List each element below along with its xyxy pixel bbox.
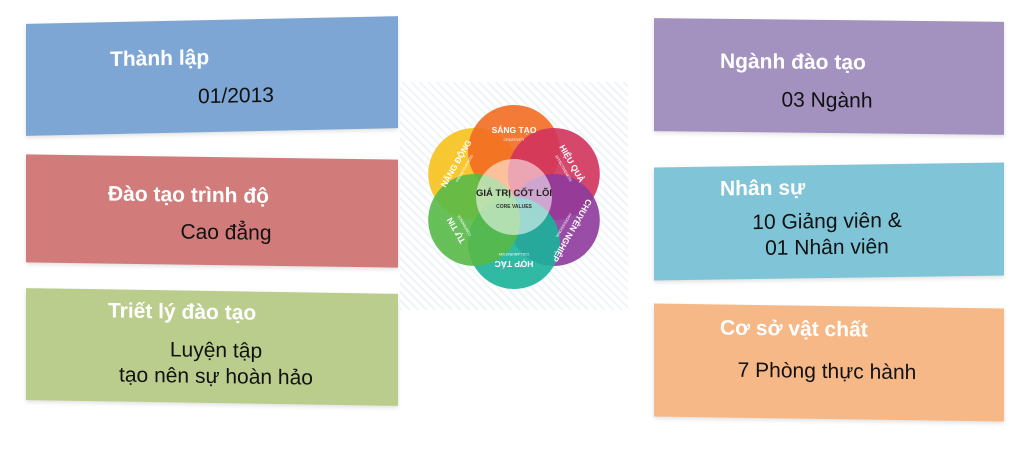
- center-title: GIÁ TRỊ CỐT LÕI: [476, 187, 552, 199]
- petal-sublabel: CREATIVITY: [504, 138, 526, 142]
- center-subtitle: CORE VALUES: [496, 204, 532, 210]
- center-circle: [476, 159, 552, 235]
- card-value-line-2: 01 Nhân viên: [765, 235, 889, 260]
- info-card-majors: Ngành đào tạo 03 Ngành: [654, 18, 1004, 135]
- info-card-founded: Thành lập 01/2013: [26, 16, 398, 136]
- info-card-staff: Nhân sự 10 Giảng viên & 01 Nhân viên: [654, 162, 1004, 281]
- petal-label: SÁNG TẠO: [492, 125, 537, 135]
- card-value-line-2: tạo nên sự hoàn hảo: [119, 363, 313, 390]
- card-value: 01/2013: [198, 83, 274, 109]
- petal-sublabel: COLLABORATION: [498, 252, 529, 256]
- info-card-training-level: Đào tạo trình độ Cao đẳng: [26, 154, 398, 268]
- card-value: 03 Ngành: [781, 88, 873, 113]
- card-title: Ngành đào tạo: [720, 49, 866, 75]
- card-value: 7 Phòng thực hành: [737, 358, 917, 385]
- info-card-facilities: Cơ sở vật chất 7 Phòng thực hành: [654, 303, 1004, 422]
- card-title: Cơ sở vật chất: [720, 316, 868, 342]
- card-value: Cao đẳng: [180, 220, 272, 245]
- card-title: Thành lập: [110, 46, 210, 72]
- card-title: Nhân sự: [720, 176, 806, 201]
- info-card-training-philosophy: Triết lý đào tạo Luyện tập tạo nên sự ho…: [26, 288, 398, 406]
- petal-label: HỢP TÁC: [495, 259, 534, 269]
- card-title: Đào tạo trình độ: [108, 182, 269, 208]
- card-title: Triết lý đào tạo: [108, 299, 257, 325]
